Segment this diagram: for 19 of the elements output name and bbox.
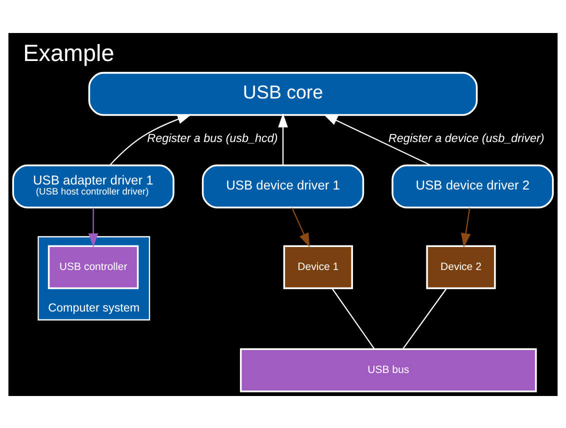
arrow xyxy=(324,114,431,166)
node-box: USB core xyxy=(88,71,478,116)
arrow xyxy=(292,207,310,247)
node-box: USB device driver 2 xyxy=(392,164,554,208)
arrow xyxy=(278,112,288,165)
edge-label: Register a bus (usb_hcd) xyxy=(147,131,278,144)
edge-label: Register a device (usb_driver) xyxy=(388,131,544,144)
arrow xyxy=(88,207,98,247)
diagram-title: Example xyxy=(23,40,114,66)
node-box: USB device driver 1 xyxy=(202,164,364,208)
node-box: USB bus xyxy=(240,348,537,392)
node-box: USB adapter driver 1 (USB host controller driver) xyxy=(12,164,174,208)
node-box: USB controller xyxy=(48,244,139,289)
node-box: Device 2 xyxy=(426,244,496,289)
arrow xyxy=(110,114,192,166)
arrow xyxy=(460,207,471,247)
connector xyxy=(402,288,447,349)
node-box: Device 1 xyxy=(283,244,353,289)
connector xyxy=(332,288,375,349)
